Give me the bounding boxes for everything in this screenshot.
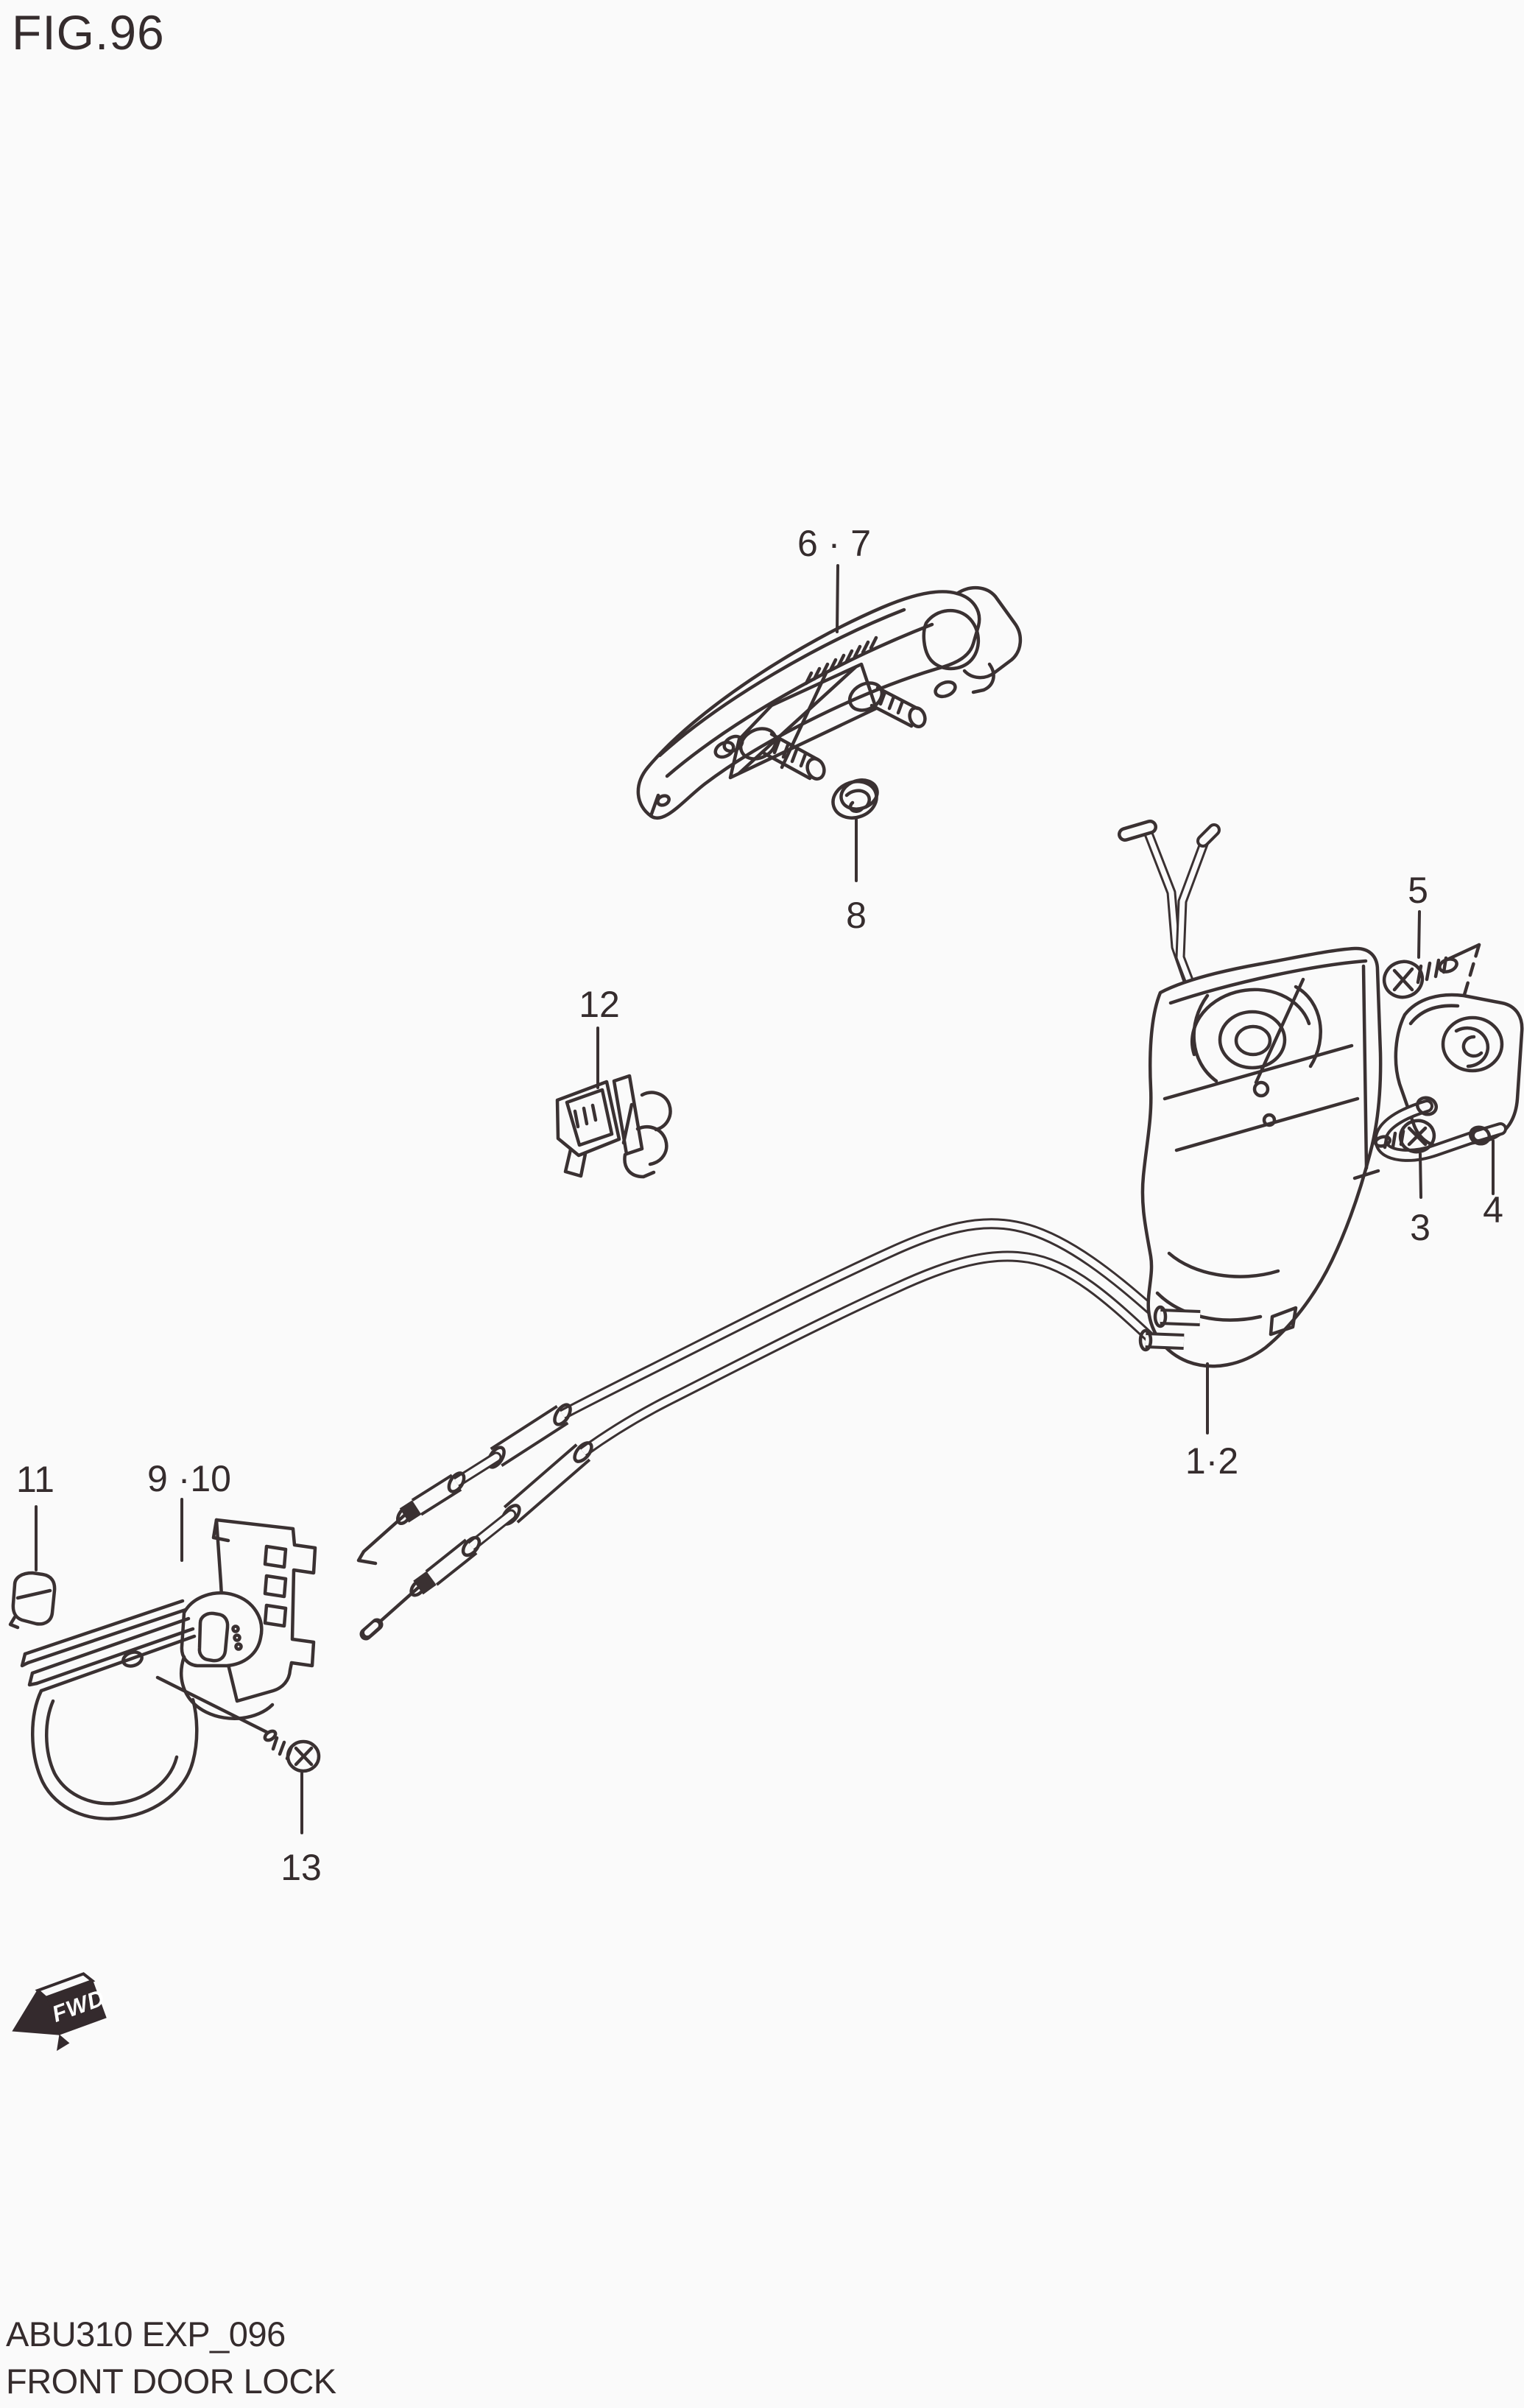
callout-5: 5	[1408, 870, 1428, 911]
callout-1-2: 1·2	[1185, 1440, 1239, 1482]
callout-11: 11	[16, 1459, 54, 1500]
callout-4: 4	[1483, 1189, 1503, 1231]
inner-handle-assembly	[8, 1518, 321, 1820]
fwd-direction-flag: FWD	[12, 1972, 108, 2052]
catalog-code: ABU310 EXP_096	[6, 2314, 286, 2354]
exterior-door-handle	[636, 586, 1022, 820]
callout-13: 13	[281, 1847, 322, 1888]
door-lock-assembly	[1118, 820, 1383, 1368]
lock-control-cables	[356, 1218, 1163, 1641]
callout-leader-lines	[35, 564, 1495, 1834]
callout-9-10: 9 ·10	[147, 1458, 231, 1499]
cable-clip	[555, 1074, 672, 1179]
callout-8: 8	[846, 895, 867, 936]
figure-name: FRONT DOOR LOCK	[6, 2362, 336, 2401]
callout-6-7: 6 · 7	[797, 523, 872, 564]
callout-3: 3	[1410, 1207, 1430, 1248]
striker-and-screws	[1373, 943, 1524, 1162]
figure-title: FIG.96	[12, 5, 165, 60]
handle-mounting-nut	[831, 778, 879, 820]
callout-12: 12	[579, 984, 620, 1025]
